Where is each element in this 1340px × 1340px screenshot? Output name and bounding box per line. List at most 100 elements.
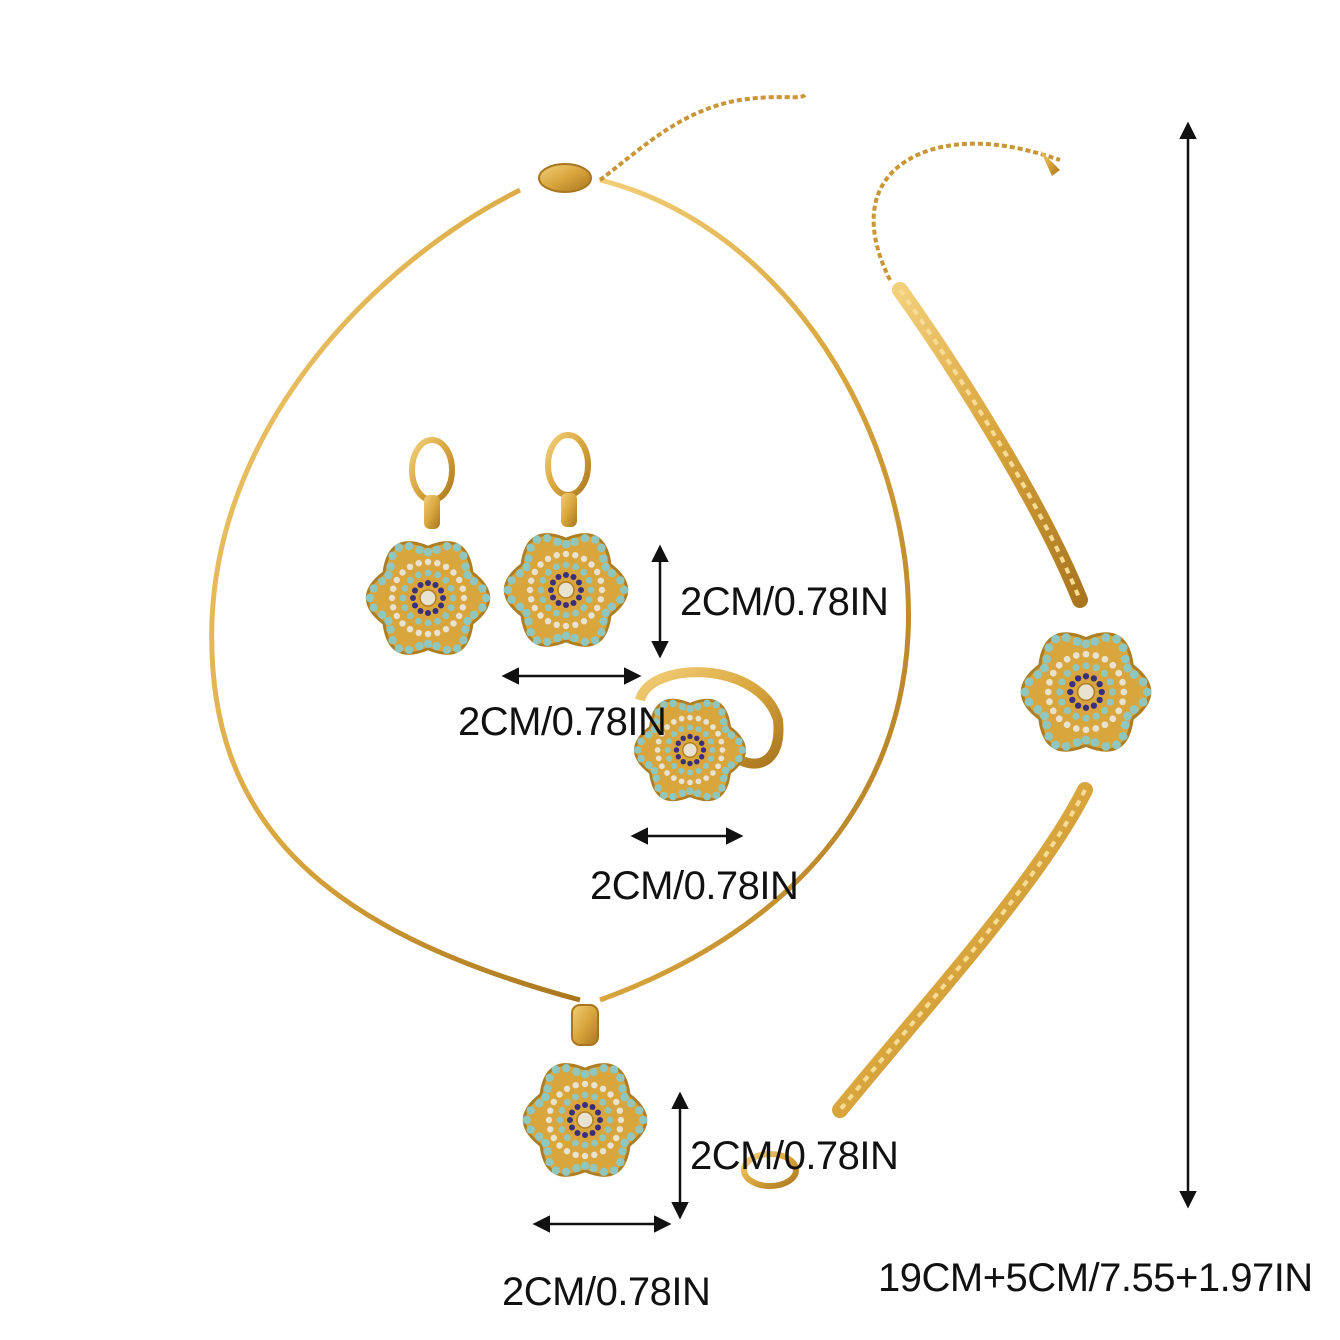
sapphire-stone	[550, 594, 556, 601]
turquoise-bead	[1081, 639, 1091, 649]
turquoise-bead	[1061, 633, 1071, 643]
crystal-stone	[607, 1091, 614, 1098]
crystal-stone	[695, 715, 702, 722]
turquoise-bead	[1082, 662, 1090, 670]
flower-earring-left	[365, 541, 491, 655]
crystal-stone	[456, 576, 463, 584]
earring-width-label: 2CM/0.78IN	[458, 700, 667, 744]
turquoise-bead	[1042, 720, 1052, 730]
turquoise-bead	[719, 774, 728, 783]
turquoise-bead	[1020, 687, 1030, 697]
turquoise-bead	[526, 628, 535, 637]
turquoise-bead	[607, 569, 617, 578]
turquoise-bead	[1072, 637, 1082, 646]
sapphire-stone	[680, 759, 686, 765]
sapphire-stone	[1069, 696, 1076, 704]
turquoise-bead	[604, 1107, 612, 1114]
turquoise-bead	[394, 543, 404, 552]
turquoise-bead	[1120, 720, 1130, 730]
crystal-stone	[588, 612, 595, 619]
crystal-stone	[556, 1142, 563, 1149]
turquoise-bead	[423, 548, 433, 557]
turquoise-bead	[609, 1166, 619, 1175]
turquoise-bead	[463, 616, 472, 626]
crystal-stone	[1119, 678, 1126, 686]
crystal-stone	[442, 626, 450, 633]
turquoise-bead	[597, 628, 606, 637]
turquoise-bead	[562, 561, 570, 569]
sapphire-stone	[432, 582, 439, 588]
turquoise-bead	[652, 774, 661, 783]
turquoise-bead	[666, 755, 673, 762]
crystal-stone	[1092, 725, 1100, 732]
sapphire-stone	[548, 587, 554, 593]
crystal-stone	[687, 714, 693, 721]
turquoise-bead	[580, 1161, 590, 1170]
turquoise-bead	[599, 1167, 609, 1176]
turquoise-bead	[423, 639, 433, 648]
crystal-stone	[659, 730, 665, 737]
sapphire-stone	[687, 760, 693, 767]
crystal-stone	[1115, 669, 1123, 677]
crystal-stone	[450, 620, 457, 627]
turquoise-bead	[532, 535, 542, 544]
turquoise-bead	[1129, 705, 1139, 714]
turquoise-bead	[1092, 664, 1100, 672]
turquoise-bead	[597, 543, 606, 552]
center-stone	[682, 742, 698, 758]
turquoise-bead	[1040, 663, 1049, 673]
turquoise-bead	[1051, 740, 1060, 750]
turquoise-bead	[507, 576, 516, 585]
crystal-stone	[710, 770, 716, 776]
turquoise-bead	[482, 593, 491, 603]
sapphire-stone	[675, 740, 681, 746]
turquoise-bead	[562, 611, 570, 619]
crystal-stone	[678, 715, 685, 722]
crystal-stone	[710, 724, 716, 730]
turquoise-bead	[1040, 711, 1049, 721]
sapphire-stone	[570, 574, 577, 580]
turquoise-bead	[637, 754, 645, 763]
turquoise-bead	[572, 563, 579, 571]
pendant-width-label: 2CM/0.78IN	[502, 1270, 711, 1314]
turquoise-bead	[1056, 688, 1064, 696]
turquoise-bead	[541, 1092, 550, 1102]
crystal-stone	[599, 1148, 607, 1155]
turquoise-bead	[386, 625, 395, 634]
crystal-stone	[399, 569, 406, 576]
turquoise-bead	[707, 755, 714, 762]
turquoise-bead	[526, 1106, 535, 1115]
crystal-stone	[1101, 721, 1109, 729]
crystal-stone	[703, 775, 710, 781]
turquoise-bead	[1112, 740, 1121, 750]
crystal-stone	[388, 594, 396, 602]
crystal-stone	[1063, 721, 1071, 729]
turquoise-bead	[727, 761, 736, 769]
turquoise-bead	[572, 609, 579, 617]
crystal-stone	[459, 604, 466, 611]
turquoise-bead	[1044, 731, 1054, 741]
crystal-stone	[553, 552, 560, 559]
turquoise-bead	[1072, 664, 1080, 672]
turquoise-bead	[369, 584, 378, 593]
turquoise-bead	[522, 562, 531, 572]
turquoise-bead	[581, 1091, 589, 1099]
turquoise-bead	[404, 645, 414, 654]
turquoise-bead	[377, 577, 387, 586]
crystal-stone	[591, 1151, 598, 1158]
turquoise-bead	[447, 585, 455, 592]
turquoise-bead	[1101, 633, 1111, 643]
turquoise-bead	[1123, 711, 1132, 721]
turquoise-bead	[478, 603, 487, 612]
crystal-stone	[703, 719, 710, 725]
turquoise-bead	[1044, 643, 1054, 653]
turquoise-bead	[604, 1126, 612, 1133]
turquoise-bead	[678, 702, 687, 711]
flower-ring-top	[633, 698, 747, 802]
turquoise-bead	[401, 585, 409, 592]
turquoise-bead	[561, 1064, 571, 1073]
sapphire-stone	[412, 587, 418, 594]
crystal-stone	[594, 568, 601, 576]
turquoise-bead	[553, 537, 562, 547]
sapphire-stone	[576, 579, 582, 586]
